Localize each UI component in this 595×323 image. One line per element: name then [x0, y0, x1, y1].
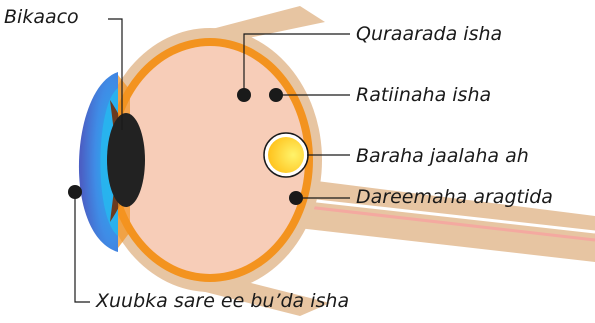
marker-retina	[269, 88, 283, 102]
marker-cornea	[68, 185, 82, 199]
label-macula: Baraha jaalaha ah	[356, 147, 529, 166]
marker-choroid	[237, 88, 251, 102]
marker-optic-nerve	[289, 191, 303, 205]
label-cornea: Xuubka sare ee bu’da isha	[96, 292, 349, 311]
label-retina: Ratiinaha isha	[356, 86, 491, 105]
label-choroid: Quraarada isha	[356, 25, 502, 44]
label-optic-nerve: Dareemaha aragtida	[356, 188, 553, 207]
label-lens: Bikaaco	[4, 8, 79, 27]
lens	[107, 113, 145, 207]
macula	[268, 137, 304, 173]
